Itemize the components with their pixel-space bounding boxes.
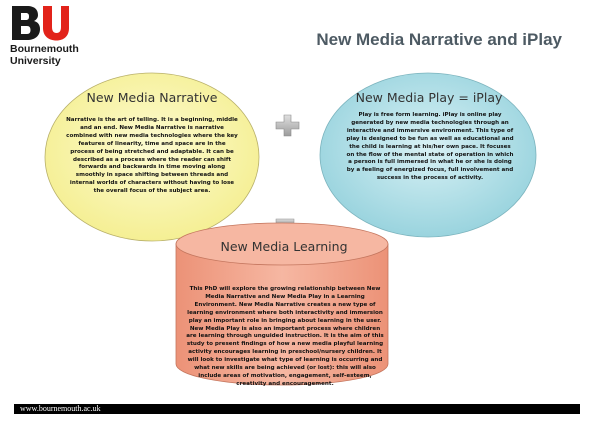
play-title: New Media Play = iPlay — [355, 90, 503, 105]
play-description: Play is free form learning. iPlay is onl… — [346, 112, 514, 182]
narrative-ellipse — [44, 72, 260, 242]
plus-icon — [275, 114, 300, 137]
bu-logo-mark — [12, 6, 69, 41]
bournemouth-logo: Bournemouth University — [10, 4, 130, 70]
logo-line-2: University — [10, 55, 61, 67]
narrative-title: New Media Narrative — [86, 90, 218, 105]
play-ellipse — [319, 72, 537, 238]
learning-description: This PhD will explore the growing relati… — [186, 286, 384, 387]
footer-url[interactable]: www.bournemouth.ac.uk — [20, 404, 101, 413]
narrative-description: Narrative is the art of telling. It is a… — [66, 117, 238, 195]
learning-title: New Media Learning — [220, 239, 348, 254]
logo-wordmark: Bournemouth University — [10, 43, 79, 67]
footer-bar: www.bournemouth.ac.uk — [14, 404, 580, 414]
page-title: New Media Narrative and iPlay — [316, 30, 562, 49]
learning-cylinder — [175, 222, 389, 386]
logo-line-1: Bournemouth — [10, 43, 79, 55]
